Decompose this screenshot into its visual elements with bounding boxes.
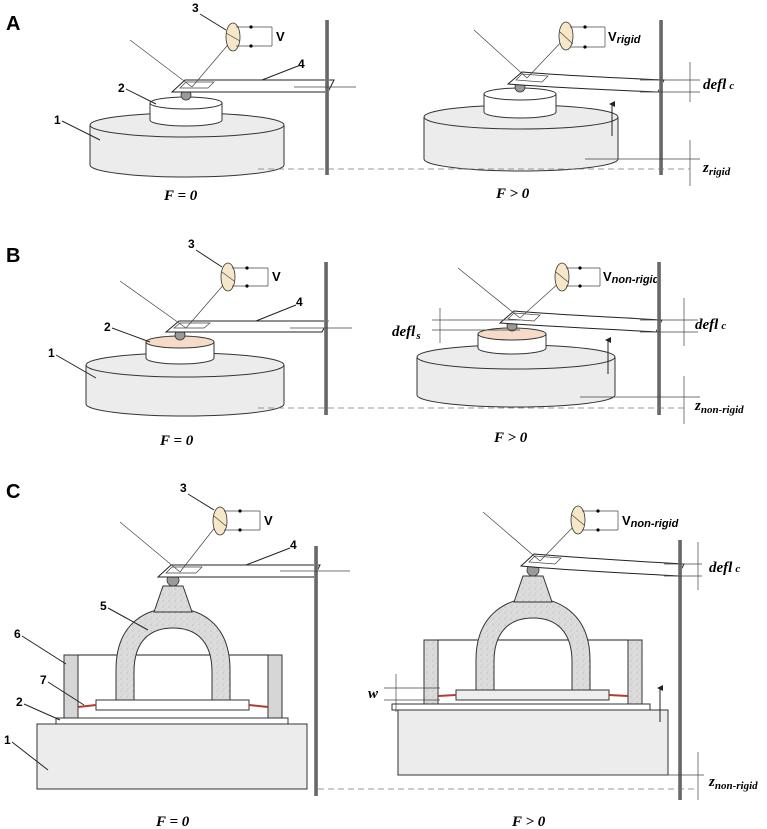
base-block	[397, 709, 669, 776]
voltage-rigid-label: Vrigid	[608, 29, 641, 46]
label-3: 3	[188, 237, 195, 251]
frame-wall-left	[63, 654, 79, 719]
arch-neck	[513, 575, 553, 603]
caption-f-positive: F > 0	[493, 430, 528, 446]
plate	[391, 703, 651, 711]
frame-wall-right	[267, 654, 283, 719]
arch	[115, 607, 231, 701]
cantilever-pad	[179, 81, 215, 89]
panel-b-letter: B	[6, 245, 20, 267]
arch-neck	[153, 585, 193, 613]
frame-wall-left	[423, 639, 439, 705]
wire-right	[608, 694, 629, 697]
platform	[455, 689, 610, 701]
base-block	[36, 723, 308, 790]
photodetector	[220, 262, 236, 292]
plate	[55, 717, 289, 725]
photodetector	[558, 21, 574, 51]
z-rigid-label: zrigid	[702, 160, 731, 178]
support-pole	[314, 546, 318, 796]
support-pole	[325, 20, 329, 175]
cantilever	[170, 79, 335, 93]
label-2: 2	[16, 695, 23, 709]
voltage-label: V	[272, 269, 281, 284]
label-7: 7	[40, 673, 47, 687]
support-pole	[678, 540, 682, 800]
cantilever	[519, 553, 685, 577]
caption-f-positive: F > 0	[511, 814, 546, 829]
label-5: 5	[100, 599, 107, 613]
panel-c-letter: C	[6, 481, 20, 503]
frame-wall-right	[627, 639, 643, 705]
panel-c: C	[4, 481, 758, 829]
panel-a: A V	[6, 1, 734, 204]
label-4: 4	[290, 538, 297, 552]
label-1: 1	[48, 346, 55, 360]
panel-a-left-setup: V 3 2 1 4 F = 0	[54, 1, 356, 204]
label-3: 3	[192, 1, 199, 15]
panel-b: B V 3 2 1 4	[6, 237, 744, 449]
label-4: 4	[296, 295, 303, 309]
caption-f-zero: F = 0	[155, 814, 190, 829]
support-pole	[659, 20, 663, 175]
label-1: 1	[54, 113, 61, 127]
voltage-label: V	[276, 29, 285, 44]
label-3: 3	[180, 481, 187, 495]
defl-s-label: defls	[392, 324, 421, 342]
platform	[95, 699, 250, 711]
label-2: 2	[104, 320, 111, 334]
voltage-label: V	[264, 513, 273, 528]
base-cylinder	[416, 357, 616, 408]
wire-right	[248, 704, 269, 708]
caption-f-positive: F > 0	[495, 186, 530, 202]
arch	[475, 597, 591, 691]
base-cylinder	[85, 365, 285, 417]
base-cylinder	[423, 117, 619, 172]
label-2: 2	[118, 81, 125, 95]
sample-disk	[483, 94, 557, 119]
label-1: 1	[4, 733, 11, 747]
voltage-nonrigid-label: Vnon-rigid	[603, 269, 660, 286]
caption-f-zero: F = 0	[163, 188, 198, 204]
sample-disk	[149, 103, 223, 127]
wire-left	[77, 704, 97, 708]
base-cylinder	[89, 125, 285, 178]
label-4: 4	[298, 57, 305, 71]
panel-c-left-setup: V 3 4 5 6 7 2 1 F = 0	[4, 481, 350, 829]
support-pole	[324, 262, 328, 415]
wire-left	[437, 694, 457, 697]
cantilever	[156, 564, 321, 578]
panel-a-letter: A	[6, 13, 20, 35]
voltage-nonrigid-label: Vnon-rigid	[622, 513, 679, 530]
support-pole	[657, 262, 661, 415]
label-6: 6	[14, 627, 21, 641]
w-label: w	[368, 686, 379, 702]
z-nonrigid-label: znon-rigid	[694, 398, 744, 416]
z-nonrigid-label: znon-rigid	[708, 774, 758, 792]
panel-b-left-setup: V 3 2 1 4 F = 0	[48, 237, 352, 449]
caption-f-zero: F = 0	[159, 433, 194, 449]
